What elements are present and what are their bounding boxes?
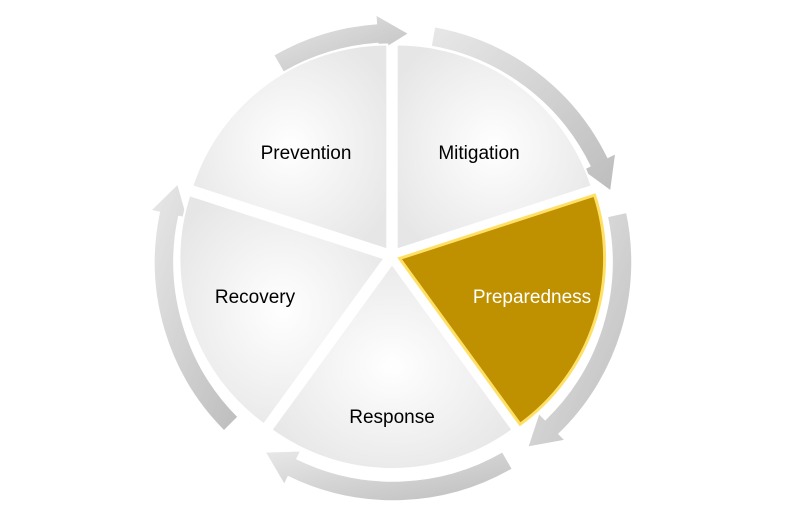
cycle-arrow <box>148 182 240 433</box>
segment-recovery-label: Recovery <box>215 287 296 308</box>
cycle-arrow <box>263 449 514 502</box>
segment-preparedness <box>397 193 607 427</box>
segment-preparedness-label: Preparedness <box>473 287 591 308</box>
cycle-arrow <box>430 25 617 193</box>
segment-prevention <box>191 43 389 251</box>
segment-response <box>270 262 514 470</box>
cycle-arrow <box>526 211 633 449</box>
segment-mitigation <box>395 43 593 251</box>
segment-recovery <box>178 193 387 426</box>
segment-response-label: Response <box>349 407 435 428</box>
segment-prevention-label: Prevention <box>261 143 352 164</box>
segment-mitigation-label: Mitigation <box>438 143 519 164</box>
